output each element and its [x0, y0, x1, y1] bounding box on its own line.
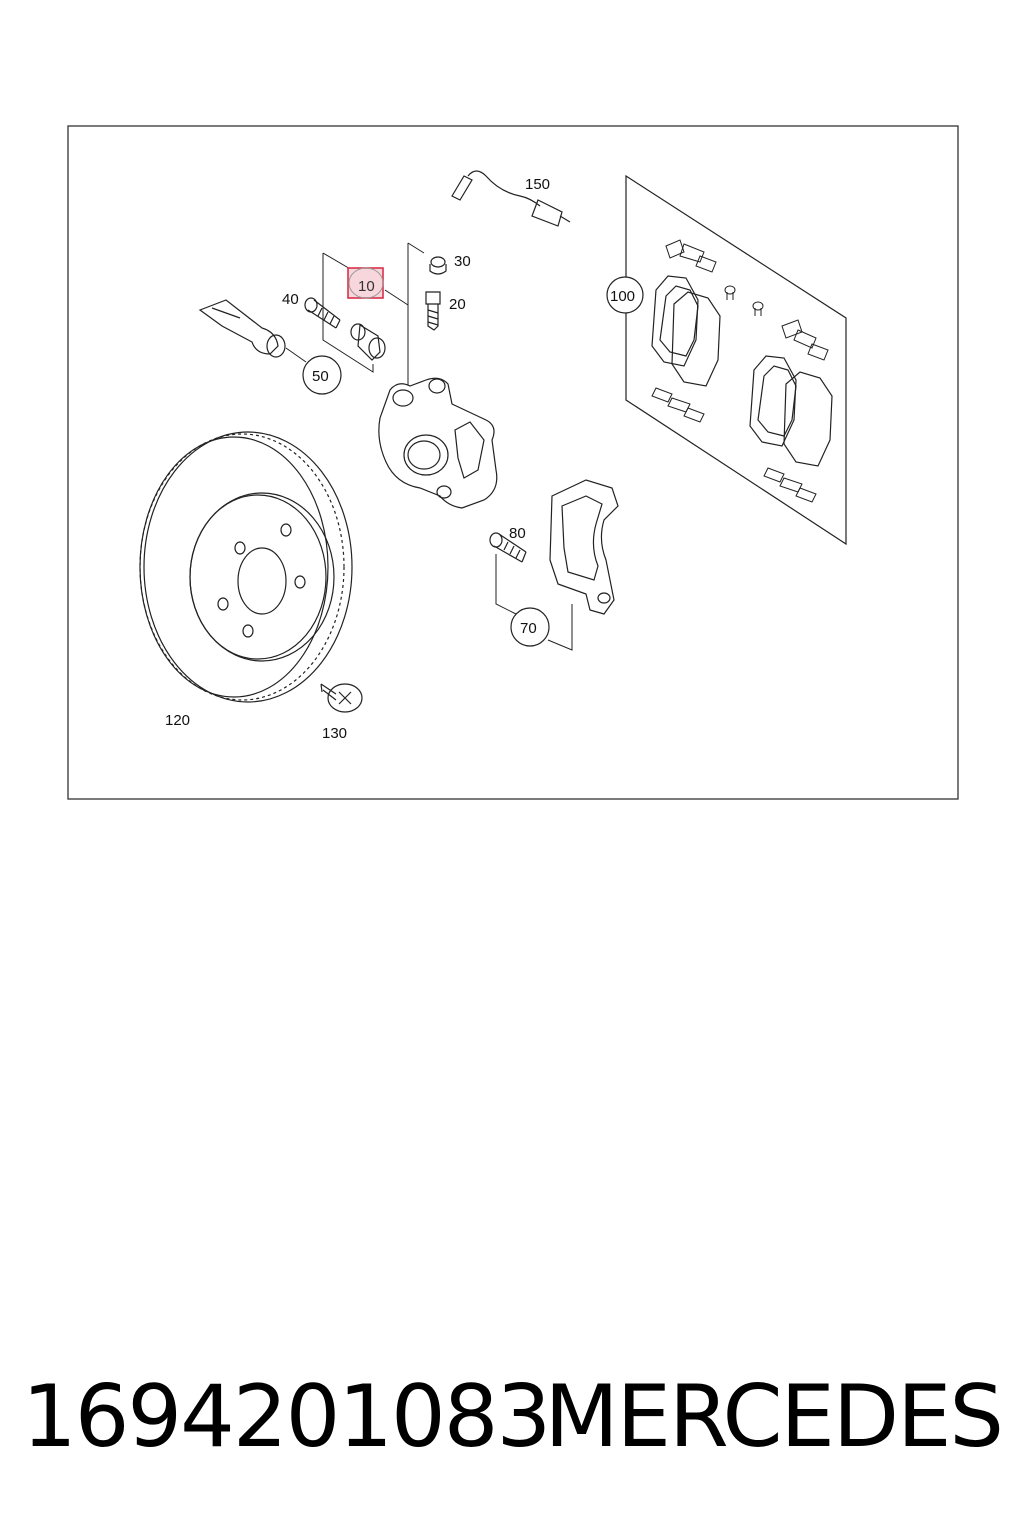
diagram-frame	[67, 125, 959, 800]
pad-set-frame	[625, 174, 847, 546]
callout-10-highlight[interactable]: 10	[347, 267, 384, 299]
caliper-housing[interactable]	[378, 377, 498, 509]
brake-disc[interactable]	[139, 431, 353, 703]
leader-lines-10	[322, 242, 425, 385]
callout-20[interactable]: 20	[449, 296, 466, 313]
carrier-bolt[interactable]	[489, 532, 527, 563]
brake-pads[interactable]	[651, 275, 833, 467]
grease-tube[interactable]	[198, 299, 286, 358]
callout-40[interactable]: 40	[282, 291, 299, 308]
wear-sensor[interactable]	[451, 170, 571, 227]
bleed-cap[interactable]	[429, 256, 447, 275]
caliper-carrier[interactable]	[549, 479, 619, 615]
guide-bolt[interactable]	[304, 297, 341, 329]
callout-120[interactable]: 120	[165, 712, 190, 729]
callout-10[interactable]: 10	[358, 278, 375, 295]
part-info-footer: 1694201083 MERCEDES	[0, 1362, 1024, 1472]
brand-name: MERCEDES	[544, 1367, 1004, 1467]
leader-lines-70	[495, 554, 573, 651]
callout-100[interactable]: 100	[610, 288, 635, 305]
part-number: 1694201083	[22, 1367, 551, 1467]
callout-100-circle[interactable]: 100	[606, 276, 644, 314]
callout-50[interactable]: 50	[312, 368, 329, 385]
pad-clips[interactable]	[651, 239, 829, 503]
bleed-screw[interactable]	[425, 291, 441, 331]
callout-80[interactable]: 80	[509, 525, 526, 542]
callout-70-circle[interactable]: 70	[510, 607, 550, 647]
callout-30[interactable]: 30	[454, 253, 471, 270]
callout-130[interactable]: 130	[322, 725, 347, 742]
callout-150[interactable]: 150	[525, 176, 550, 193]
callout-50-circle[interactable]: 50	[302, 355, 342, 395]
disc-screw[interactable]	[320, 683, 363, 713]
callout-70[interactable]: 70	[520, 620, 537, 637]
guide-sleeve[interactable]	[350, 323, 386, 361]
brake-parts-diagram: 120 130 10 30 20	[67, 125, 959, 800]
